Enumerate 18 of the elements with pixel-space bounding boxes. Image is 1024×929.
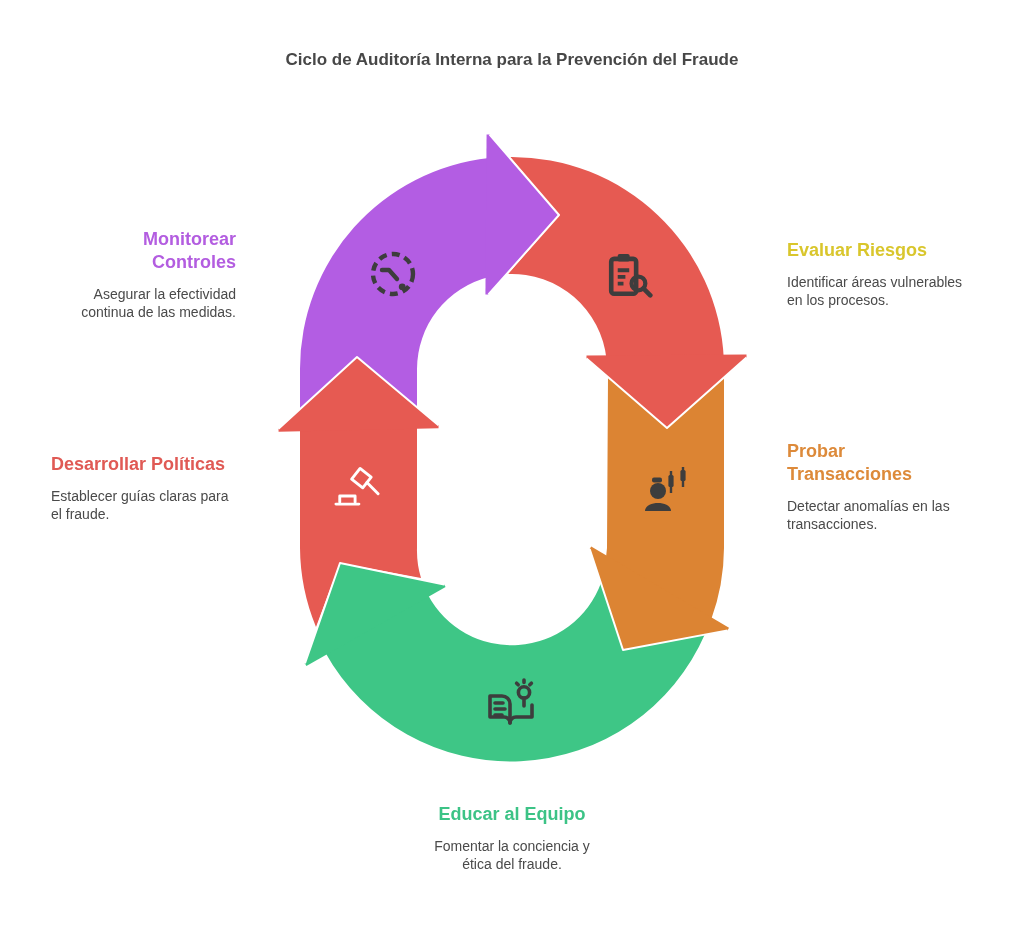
step-title: Desarrollar Políticas xyxy=(51,453,226,476)
step-description: Fomentar la conciencia y ética del fraude. xyxy=(433,837,591,873)
arrowhead xyxy=(588,545,730,651)
arrowhead xyxy=(277,356,440,433)
step-description: Establecer guías claras para el fraude. xyxy=(51,487,230,523)
step-title: Evaluar Riesgos xyxy=(787,239,928,262)
arrowhead xyxy=(484,133,560,296)
step-title: Monitorear Controles xyxy=(142,228,236,274)
diagram-title: Ciclo de Auditoría Interna para la Prevención del Fraude xyxy=(285,49,739,71)
arrowhead xyxy=(303,562,447,667)
step-title: Educar al Equipo xyxy=(438,803,586,826)
step-description: Asegurar la efectividad continua de las medidas. xyxy=(80,285,236,321)
step-title: Probar Transacciones xyxy=(787,440,914,486)
step-description: Detectar anomalías en las transacciones. xyxy=(787,497,951,533)
arrowhead xyxy=(585,353,748,429)
straight-band xyxy=(299,426,422,628)
curved-band xyxy=(324,582,706,761)
step-description: Identificar áreas vulnerables en los procesos. xyxy=(787,273,964,309)
